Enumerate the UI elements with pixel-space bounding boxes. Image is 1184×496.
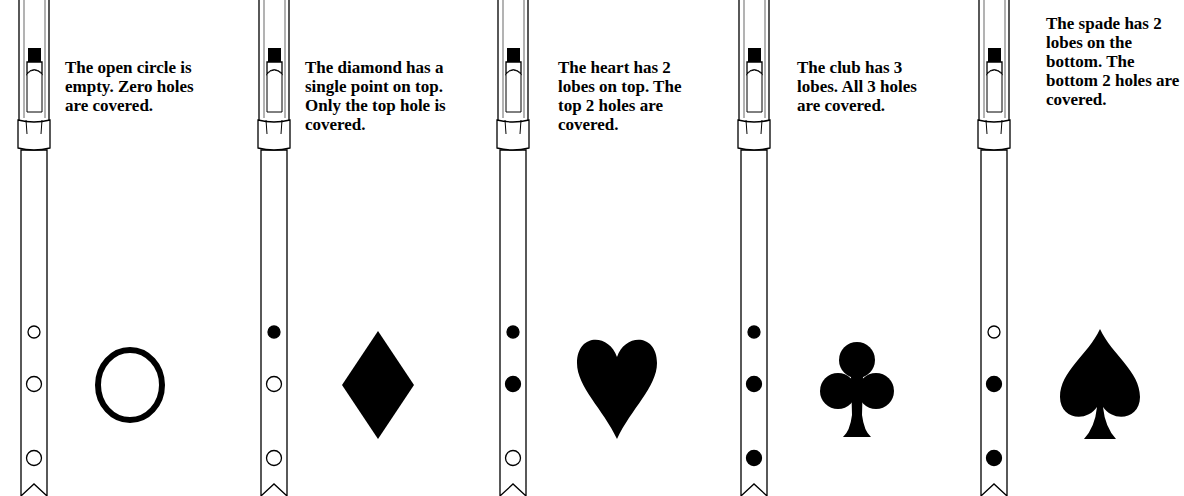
finger-hole [28,326,40,338]
finger-hole [747,451,762,466]
diamond-symbol [342,331,414,439]
tin-whistle [258,0,290,496]
caption-text: The club has 3 lobes. All 3 holes are co… [797,58,925,115]
finger-hole [27,377,42,392]
tin-whistle [497,0,529,496]
finger-hole [506,451,521,466]
circle-symbol [98,350,162,420]
tin-whistle [978,0,1010,496]
tin-whistle [738,0,770,496]
finger-hole [27,451,42,466]
caption-text: The open circle is empty. Zero holes are… [65,58,195,115]
finger-hole [507,326,519,338]
finger-hole [988,326,1000,338]
heart-symbol [577,340,657,439]
finger-hole [267,451,282,466]
finger-hole [268,326,280,338]
spade-symbol [1060,329,1140,439]
caption-text: The heart has 2 lobes on top. The top 2 … [558,58,688,134]
caption-text: The diamond has a single point on top. O… [305,58,455,134]
caption-text: The spade has 2 lobes on the bottom. The… [1046,14,1180,109]
finger-hole [506,377,521,392]
club-symbol [820,342,894,437]
finger-hole [748,326,760,338]
finger-hole [987,377,1002,392]
finger-hole [267,377,282,392]
tin-whistle [18,0,50,496]
finger-hole [987,451,1002,466]
finger-hole [747,377,762,392]
